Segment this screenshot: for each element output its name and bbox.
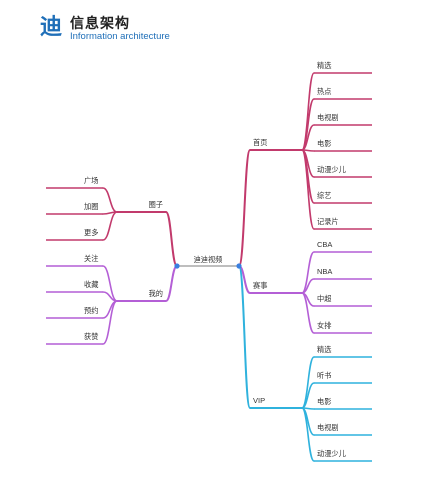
leaf-label[interactable]: 中超 xyxy=(317,294,331,303)
left-leaf-link-0-2 xyxy=(102,211,118,241)
left-leaf-label[interactable]: 预约 xyxy=(84,306,98,315)
leaf-label[interactable]: 动漫少儿 xyxy=(317,449,346,458)
leaf-label[interactable]: CBA xyxy=(317,240,332,249)
branch-link-0 xyxy=(238,149,251,267)
left-leaf-label[interactable]: 获赞 xyxy=(84,332,98,341)
branch-link-2 xyxy=(238,265,251,409)
root-node-label[interactable]: 迪迪视频 xyxy=(194,255,223,264)
leaf-label[interactable]: NBA xyxy=(317,267,332,276)
left-leaf-label[interactable]: 更多 xyxy=(84,228,98,237)
leaf-label[interactable]: 电影 xyxy=(317,397,331,406)
leaf-label[interactable]: 电影 xyxy=(317,139,331,148)
left-leaf-label[interactable]: 关注 xyxy=(84,254,98,263)
branch-label-1[interactable]: 赛事 xyxy=(253,281,267,290)
leaf-label[interactable]: 记录片 xyxy=(317,217,339,226)
left-branch-label-0[interactable]: 圈子 xyxy=(149,200,163,209)
leaf-link-2-0 xyxy=(301,356,315,409)
root-right-dot xyxy=(236,263,242,269)
left-branch-link-0 xyxy=(165,211,178,267)
branch-label-0[interactable]: 首页 xyxy=(253,138,267,147)
leaf-label[interactable]: 听书 xyxy=(317,371,331,380)
branch-label-2[interactable]: VIP xyxy=(253,396,265,405)
left-branch-label-1[interactable]: 我的 xyxy=(149,289,163,298)
leaf-label[interactable]: 精选 xyxy=(317,61,331,70)
leaf-link-2-4 xyxy=(301,407,315,462)
left-leaf-label[interactable]: 加圈 xyxy=(84,202,98,211)
leaf-label[interactable]: 热点 xyxy=(317,87,331,96)
logo-icon: 迪 xyxy=(40,15,62,38)
leaf-link-1-3 xyxy=(301,292,315,334)
leaf-label[interactable]: 电视剧 xyxy=(317,423,339,432)
leaf-label[interactable]: 动漫少儿 xyxy=(317,165,346,174)
left-branch-link-1 xyxy=(165,265,178,302)
leaf-label[interactable]: 精选 xyxy=(317,345,331,354)
page-subtitle: Information architecture xyxy=(70,31,170,42)
leaf-link-0-6 xyxy=(301,149,315,230)
left-leaf-link-0-0 xyxy=(102,187,118,213)
left-leaf-label[interactable]: 广场 xyxy=(84,176,98,185)
left-leaf-label[interactable]: 收藏 xyxy=(84,280,98,289)
leaf-label[interactable]: 女排 xyxy=(317,321,331,330)
page-title: 信息架构 xyxy=(70,16,130,32)
logo-glyph-text: 迪 xyxy=(40,15,62,38)
left-leaf-link-1-3 xyxy=(102,300,118,345)
leaf-label[interactable]: 综艺 xyxy=(317,191,331,200)
root-left-dot xyxy=(174,263,180,269)
leaf-label[interactable]: 电视剧 xyxy=(317,113,339,122)
